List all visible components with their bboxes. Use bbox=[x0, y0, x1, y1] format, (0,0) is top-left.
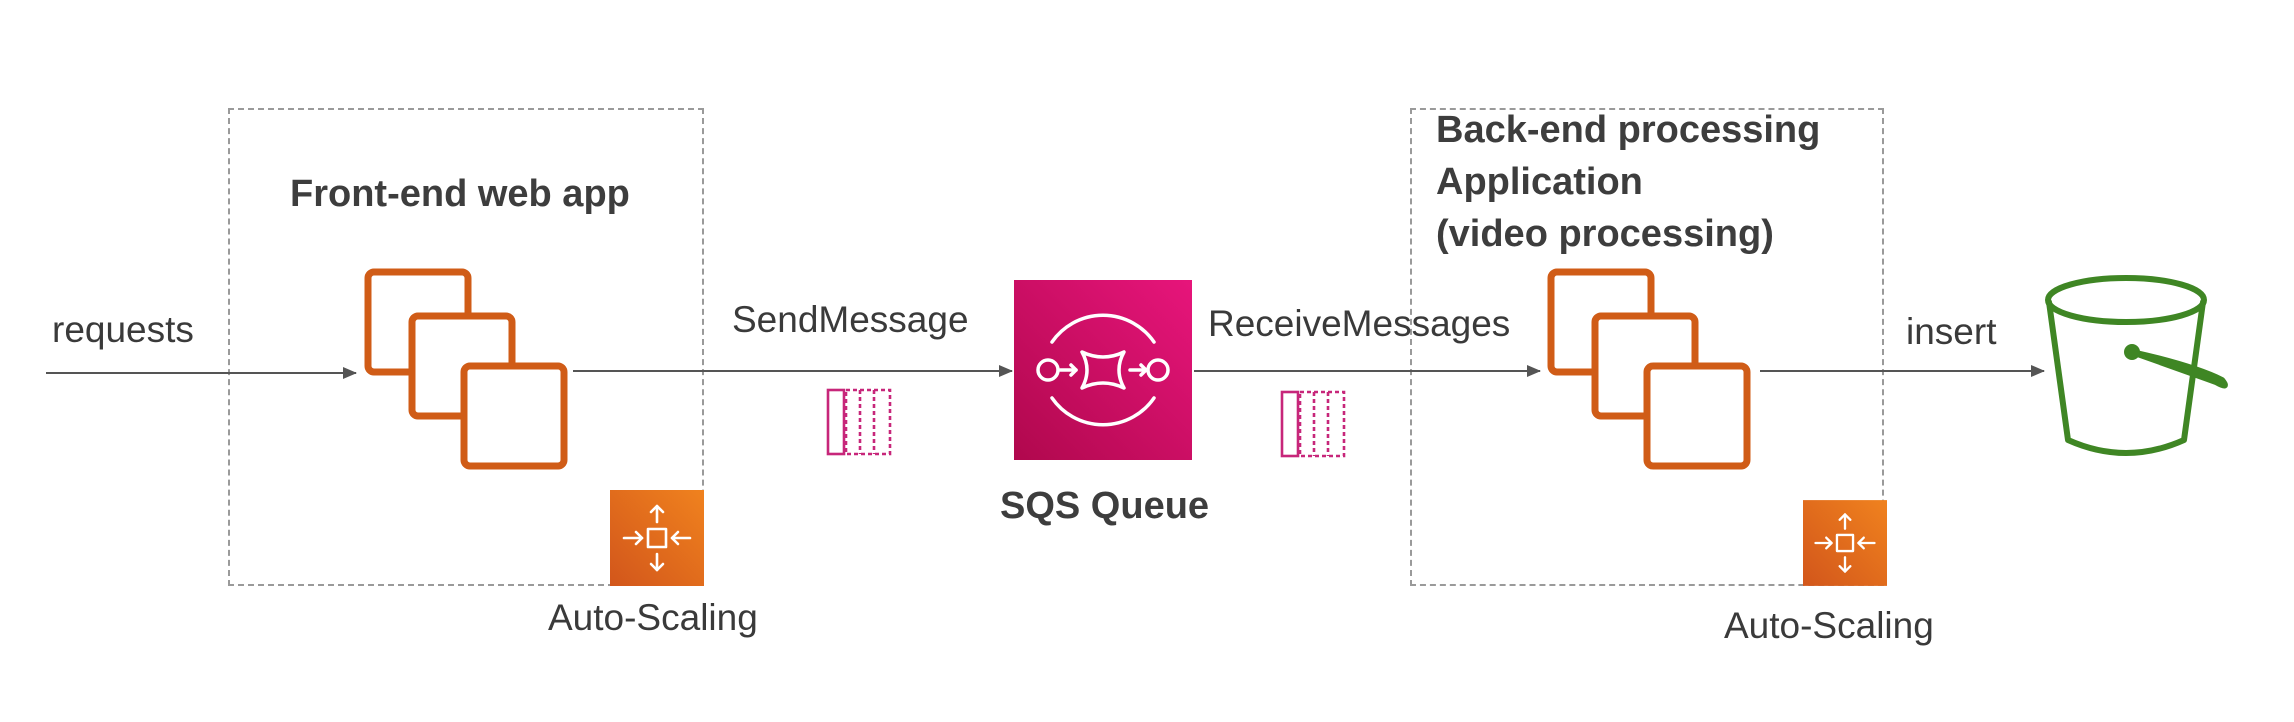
autoscaling-right-label: Auto-Scaling bbox=[1724, 605, 1934, 646]
autoscaling-left-label: Auto-Scaling bbox=[548, 597, 758, 638]
backend-ec2-instances-icon bbox=[1547, 268, 1751, 470]
send-message-label: SendMessage bbox=[732, 299, 969, 340]
receive-messages-label: ReceiveMessages bbox=[1208, 303, 1511, 344]
queue-title: SQS Queue bbox=[1000, 485, 1210, 527]
receive-message-icon bbox=[1280, 390, 1346, 458]
backend-title-line2: Application bbox=[1436, 161, 1643, 203]
frontend-autoscaling-group bbox=[228, 108, 704, 586]
insert-label: insert bbox=[1906, 311, 1997, 352]
frontend-auto-scaling-icon bbox=[610, 490, 704, 586]
backend-title-line1: Back-end processing bbox=[1436, 109, 1821, 151]
backend-auto-scaling-icon bbox=[1803, 500, 1887, 586]
frontend-ec2-instances-icon bbox=[364, 268, 568, 470]
s3-bucket-icon bbox=[2045, 275, 2228, 456]
send-message-icon bbox=[826, 388, 892, 456]
backend-title-line3: (video processing) bbox=[1436, 213, 1774, 255]
sqs-queue-icon bbox=[1014, 280, 1192, 460]
backend-autoscaling-group bbox=[1410, 108, 1884, 586]
frontend-title: Front-end web app bbox=[290, 173, 630, 215]
requests-label: requests bbox=[52, 309, 194, 350]
